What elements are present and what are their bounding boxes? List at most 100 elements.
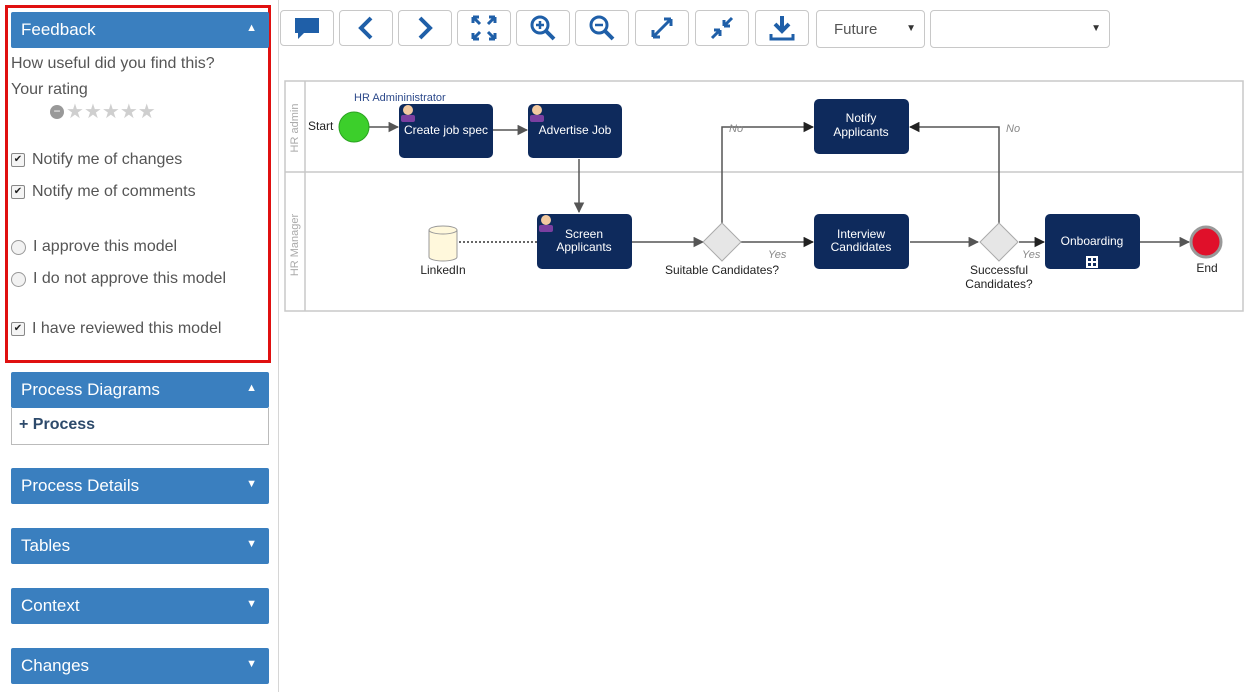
caret-down-icon: ▼	[246, 538, 257, 550]
task-advertise-job[interactable]: Advertise Job	[528, 104, 622, 158]
star-icon[interactable]: ★	[101, 101, 120, 123]
reviewed-option[interactable]: ✔ I have reviewed this model	[11, 320, 221, 338]
sidebar: Feedback ▲ How useful did you find this?…	[0, 0, 279, 692]
task-interview-candidates[interactable]: Interview Candidates	[814, 214, 909, 269]
data-store-linkedin[interactable]	[428, 225, 458, 262]
rating-label: Your rating	[11, 81, 88, 98]
task-advertise-job-label: Advertise Job	[539, 123, 612, 137]
approve-label: I approve this model	[33, 238, 178, 255]
reviewed-checkbox[interactable]: ✔	[11, 322, 25, 336]
process-details-title: Process Details	[21, 476, 140, 495]
fit-to-screen-button[interactable]	[457, 10, 511, 46]
task-screen-applicants-label-2: Applicants	[556, 240, 611, 254]
dropdown-arrow-icon: ▼	[1091, 23, 1101, 34]
user-icon	[530, 105, 544, 122]
reviewed-label: I have reviewed this model	[32, 320, 222, 337]
caret-down-icon: ▼	[246, 478, 257, 490]
process-diagrams-body: + Process	[11, 408, 269, 445]
fit-screen-icon	[471, 15, 497, 41]
changes-header[interactable]: Changes ▼	[11, 648, 269, 684]
download-icon	[769, 16, 795, 41]
task-screen-applicants[interactable]: Screen Applicants	[537, 214, 632, 269]
expand-button[interactable]	[635, 10, 689, 46]
role-label: HR Admininistrator	[354, 92, 446, 104]
comment-icon	[295, 18, 319, 39]
gateway-successful[interactable]	[979, 222, 1019, 262]
tables-header[interactable]: Tables ▼	[11, 528, 269, 564]
star-icon[interactable]: ★	[83, 101, 102, 123]
download-button[interactable]	[755, 10, 809, 46]
gateway-suitable[interactable]	[702, 222, 742, 262]
zoom-out-button[interactable]	[575, 10, 629, 46]
gateway-suitable-label: Suitable Candidates?	[665, 263, 779, 277]
zoom-in-button[interactable]	[516, 10, 570, 46]
notify-changes-checkbox[interactable]: ✔	[11, 153, 25, 167]
state-select-value: Future	[834, 20, 878, 38]
process-details-header[interactable]: Process Details ▼	[11, 468, 269, 504]
feedback-title: Feedback	[21, 20, 96, 39]
star-icon[interactable]: ★	[137, 101, 156, 123]
star-rating[interactable]: − ★ ★ ★ ★ ★	[50, 102, 156, 122]
start-event[interactable]	[338, 111, 370, 143]
chevron-left-icon	[358, 16, 373, 40]
star-icon[interactable]: ★	[119, 101, 138, 123]
process-diagrams-title: Process Diagrams	[21, 380, 160, 399]
view-select[interactable]: ▼	[930, 10, 1110, 48]
zoom-out-icon	[589, 15, 615, 41]
start-label: Start	[308, 119, 334, 133]
flow-label-yes: Yes	[768, 249, 787, 261]
notify-changes-option[interactable]: ✔ Notify me of changes	[11, 151, 182, 169]
flow-gateway2-no	[908, 121, 1000, 223]
process-tree-item[interactable]: + Process	[19, 416, 96, 433]
task-notify-applicants[interactable]: Notify Applicants	[814, 99, 909, 154]
caret-down-icon: ▼	[246, 658, 257, 670]
collapse-icon	[710, 16, 734, 40]
lane-hr-manager: HR Manager	[289, 213, 301, 276]
task-onboarding-label: Onboarding	[1061, 234, 1124, 248]
flow-label-yes-2: Yes	[1022, 249, 1041, 261]
approve-radio[interactable]	[11, 239, 26, 255]
rating-question: How useful did you find this?	[11, 55, 215, 72]
task-notify-applicants-label-1: Notify	[846, 111, 877, 125]
context-header[interactable]: Context ▼	[11, 588, 269, 624]
changes-title: Changes	[21, 656, 90, 675]
clear-rating-icon[interactable]: −	[50, 105, 64, 119]
user-icon	[401, 105, 415, 122]
not-approve-radio[interactable]	[11, 271, 26, 287]
task-interview-candidates-label-2: Candidates	[831, 240, 892, 254]
chevron-right-icon	[418, 16, 433, 40]
task-create-job-spec[interactable]: Create job spec	[399, 104, 493, 158]
approve-option[interactable]: I approve this model	[11, 238, 177, 256]
lane-hr-admin: HR admin	[289, 104, 301, 153]
gateway-successful-label-1: Successful	[970, 263, 1028, 277]
data-store-label: LinkedIn	[420, 263, 465, 277]
next-button[interactable]	[398, 10, 452, 46]
flow-gateway-no	[721, 121, 815, 223]
task-onboarding[interactable]: Onboarding	[1045, 214, 1140, 269]
caret-down-icon: ▼	[246, 598, 257, 610]
end-event[interactable]	[1189, 225, 1223, 259]
not-approve-option[interactable]: I do not approve this model	[11, 270, 226, 288]
previous-button[interactable]	[339, 10, 393, 46]
user-icon	[539, 215, 553, 232]
notify-comments-checkbox[interactable]: ✔	[11, 185, 25, 199]
process-diagram: HR admin HR Manager Start HR Admininistr…	[284, 80, 1244, 312]
feedback-panel-header[interactable]: Feedback ▲	[11, 12, 269, 48]
not-approve-label: I do not approve this model	[33, 270, 227, 287]
subprocess-icon	[1086, 256, 1098, 268]
notify-changes-label: Notify me of changes	[32, 151, 183, 168]
comment-button[interactable]	[280, 10, 334, 46]
star-icon[interactable]: ★	[66, 101, 84, 123]
notify-comments-option[interactable]: ✔ Notify me of comments	[11, 183, 196, 201]
state-select[interactable]: Future ▼	[816, 10, 925, 48]
dropdown-arrow-icon: ▼	[906, 23, 916, 34]
collapse-button[interactable]	[695, 10, 749, 46]
caret-up-icon: ▲	[246, 382, 257, 394]
caret-up-icon: ▲	[246, 22, 257, 34]
task-screen-applicants-label-1: Screen	[565, 227, 603, 241]
gateway-successful-label-2: Candidates?	[965, 277, 1033, 291]
feedback-highlight	[5, 5, 271, 363]
zoom-in-icon	[530, 15, 556, 41]
process-diagrams-header[interactable]: Process Diagrams ▲	[11, 372, 269, 408]
task-create-job-spec-label: Create job spec	[404, 123, 488, 137]
